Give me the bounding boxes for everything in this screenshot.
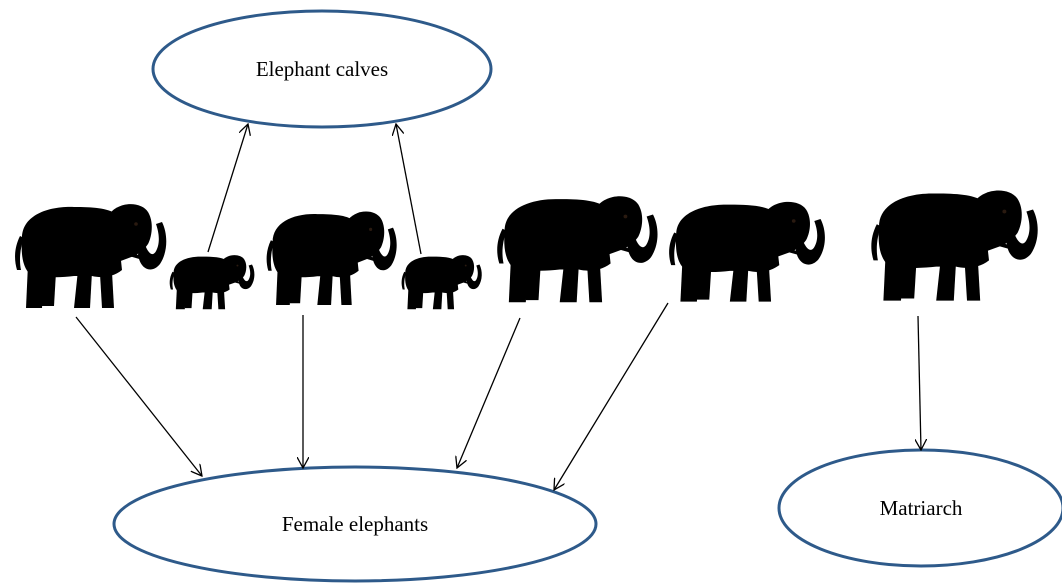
adult-elephant-4 [669, 201, 825, 302]
matriarch-node: Matriarch [777, 448, 1062, 568]
arrows [75, 124, 921, 490]
arrow-adult-1-to-females [75, 316, 202, 476]
female-elephants-ellipse [112, 465, 598, 583]
arrow-adult-3-to-females [457, 317, 521, 468]
elephant-calves-label: Elephant calves [256, 57, 388, 81]
elephant-calves-node: Elephant calves [151, 9, 493, 129]
arrow-adult-4-to-females [554, 302, 669, 490]
adult-elephant-1 [15, 204, 167, 308]
adult-elephant-2 [266, 211, 397, 305]
adult-elephant-3 [497, 196, 658, 303]
matriarch-elephant [871, 190, 1038, 301]
calf-elephant-2 [401, 255, 482, 310]
female-elephants-label: Female elephants [282, 512, 428, 536]
arrow-calf-2-to-calves [396, 124, 422, 255]
female-elephants-node: Female elephants [112, 465, 598, 583]
matriarch-label: Matriarch [880, 496, 963, 520]
calf-elephant-1 [169, 255, 255, 310]
arrow-matriarch-to-matriarch [918, 315, 921, 450]
arrow-calf-1-to-calves [207, 124, 248, 253]
elephant-calves-ellipse [151, 9, 493, 129]
